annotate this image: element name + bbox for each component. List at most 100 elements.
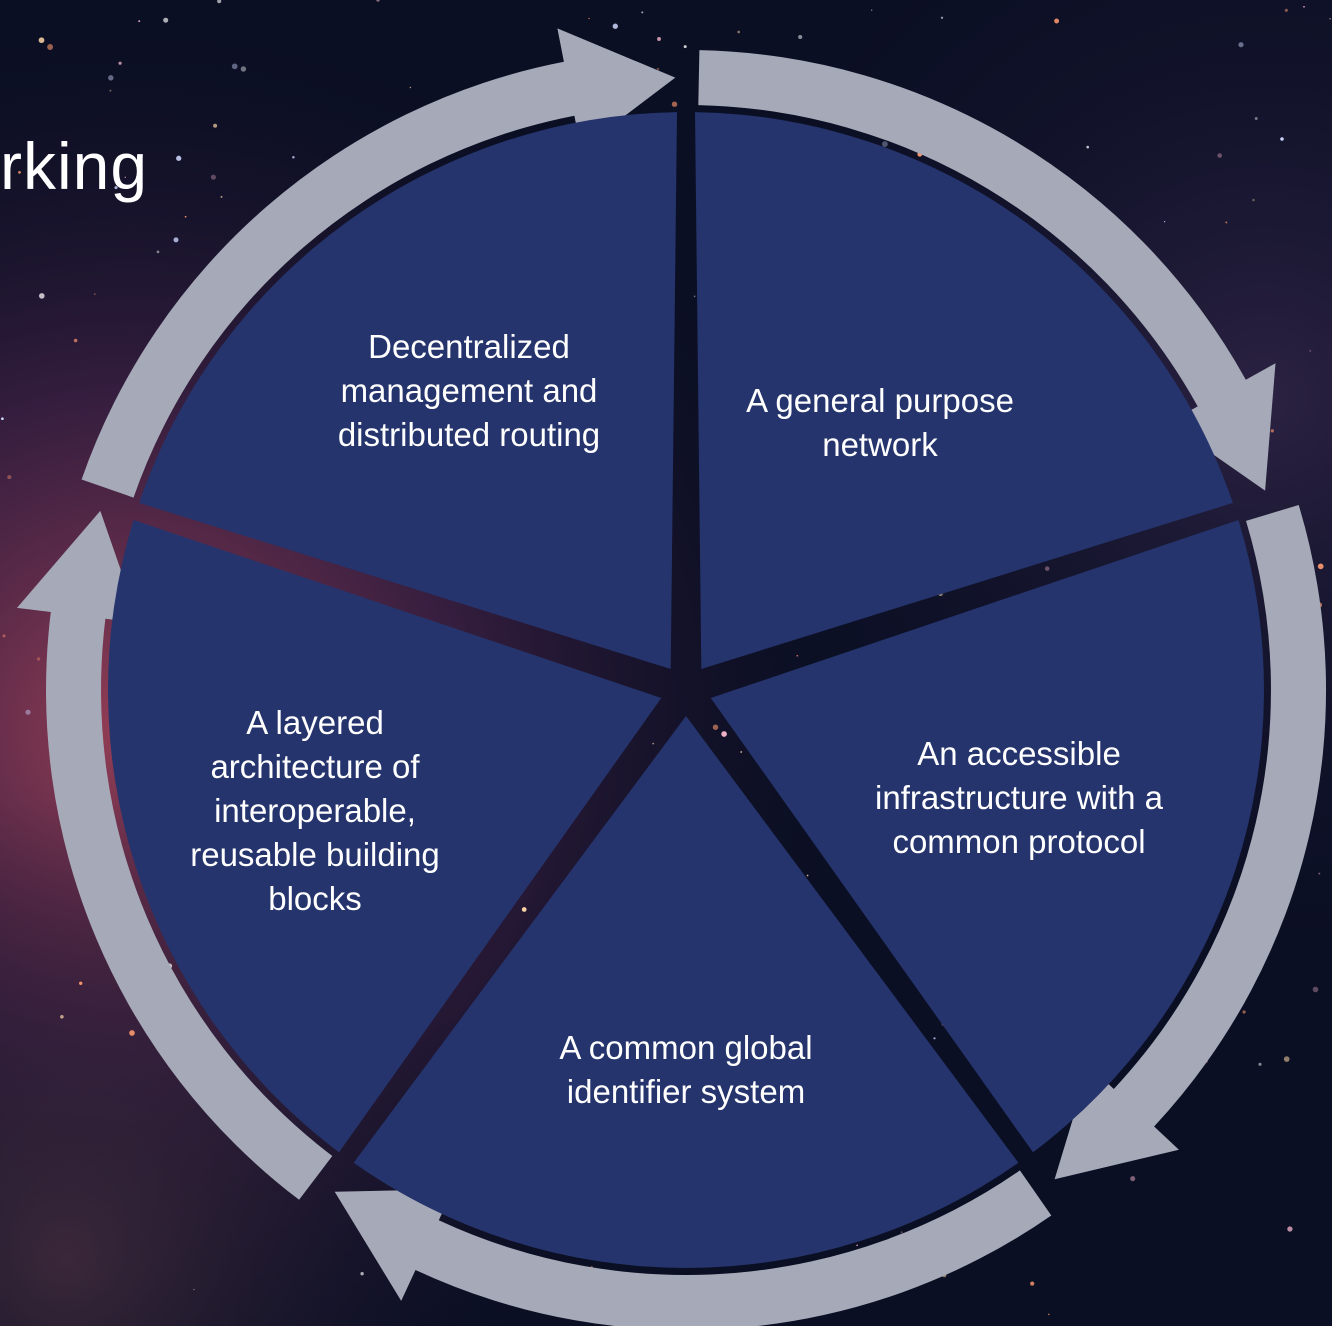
star bbox=[657, 37, 661, 41]
star bbox=[1258, 1062, 1262, 1066]
star bbox=[1284, 8, 1288, 12]
star bbox=[93, 293, 96, 296]
star bbox=[1, 417, 4, 421]
label-line: architecture of bbox=[210, 748, 420, 785]
star bbox=[2, 634, 6, 638]
star bbox=[156, 250, 160, 254]
label-line: network bbox=[822, 426, 938, 463]
cycle-arrow bbox=[81, 28, 676, 498]
star bbox=[900, 1231, 903, 1234]
slide-title-fragment: rking bbox=[0, 129, 149, 203]
star bbox=[1044, 566, 1050, 571]
star bbox=[1317, 563, 1324, 570]
star bbox=[193, 1288, 195, 1291]
star bbox=[1163, 221, 1166, 223]
star bbox=[1054, 18, 1060, 24]
segment-layered-architecture bbox=[108, 520, 662, 1153]
star bbox=[1130, 1176, 1136, 1182]
star bbox=[588, 17, 590, 20]
cycle-arrows bbox=[17, 28, 1327, 1326]
star bbox=[38, 37, 45, 44]
star bbox=[109, 89, 112, 92]
segment-global-identifier-system bbox=[353, 716, 1019, 1268]
star bbox=[1047, 1313, 1050, 1316]
segment-accessible-infrastructure bbox=[710, 520, 1264, 1153]
star bbox=[79, 981, 83, 985]
label-global-identifier-system: A common global identifier system bbox=[506, 1026, 866, 1114]
label-line: A common global bbox=[559, 1029, 813, 1066]
label-line: An accessible bbox=[917, 735, 1121, 772]
star bbox=[940, 16, 944, 19]
star bbox=[1280, 137, 1284, 141]
star bbox=[1287, 1226, 1293, 1232]
star bbox=[138, 20, 141, 23]
star bbox=[933, 1037, 936, 1040]
cycle-arrow bbox=[698, 50, 1276, 491]
label-line: Decentralized bbox=[368, 328, 570, 365]
star bbox=[1270, 429, 1274, 433]
star bbox=[18, 171, 21, 174]
star bbox=[656, 67, 660, 71]
star bbox=[240, 66, 247, 72]
star bbox=[184, 215, 187, 218]
star bbox=[39, 293, 45, 299]
star bbox=[1303, 5, 1305, 8]
star bbox=[36, 657, 41, 661]
star bbox=[740, 751, 743, 753]
star bbox=[213, 123, 218, 128]
segment-general-purpose-network bbox=[695, 112, 1233, 670]
star bbox=[1312, 986, 1319, 993]
star bbox=[798, 34, 803, 40]
star bbox=[409, 86, 412, 89]
star bbox=[163, 17, 169, 23]
star bbox=[118, 61, 122, 65]
star bbox=[47, 44, 54, 50]
label-line: distributed routing bbox=[337, 416, 601, 453]
star bbox=[1318, 872, 1321, 875]
star bbox=[376, 0, 380, 2]
star bbox=[721, 731, 727, 737]
star bbox=[1086, 145, 1090, 149]
star bbox=[652, 742, 655, 745]
star bbox=[217, 0, 222, 4]
star bbox=[220, 195, 223, 198]
star bbox=[521, 907, 527, 912]
star bbox=[292, 156, 295, 159]
label-line: interoperable, bbox=[214, 792, 416, 829]
cycle-arrow bbox=[17, 510, 333, 1200]
star bbox=[173, 237, 179, 243]
cycle-arrow bbox=[334, 1170, 1052, 1326]
label-line: identifier system bbox=[566, 1073, 806, 1110]
star bbox=[1329, 18, 1331, 20]
star bbox=[806, 874, 809, 877]
star bbox=[1030, 1281, 1035, 1286]
star bbox=[693, 295, 696, 298]
star bbox=[796, 654, 799, 657]
star bbox=[1242, 1010, 1246, 1014]
cycle-arrow bbox=[1054, 505, 1327, 1180]
star bbox=[210, 174, 216, 180]
label-line: blocks bbox=[268, 880, 362, 917]
star bbox=[25, 709, 31, 715]
star bbox=[1225, 221, 1228, 224]
star bbox=[176, 155, 182, 161]
star bbox=[641, 11, 644, 14]
star bbox=[1252, 198, 1255, 202]
star bbox=[1217, 153, 1223, 158]
star bbox=[7, 475, 12, 480]
star bbox=[856, 1244, 858, 1247]
segment-decentralized-management bbox=[139, 112, 678, 670]
star bbox=[1283, 1056, 1290, 1062]
star bbox=[671, 101, 678, 107]
star bbox=[1238, 42, 1244, 48]
star bbox=[108, 75, 114, 81]
star bbox=[60, 1015, 64, 1019]
star bbox=[712, 724, 719, 730]
star bbox=[231, 63, 238, 70]
star bbox=[871, 9, 873, 11]
star bbox=[129, 1030, 135, 1036]
